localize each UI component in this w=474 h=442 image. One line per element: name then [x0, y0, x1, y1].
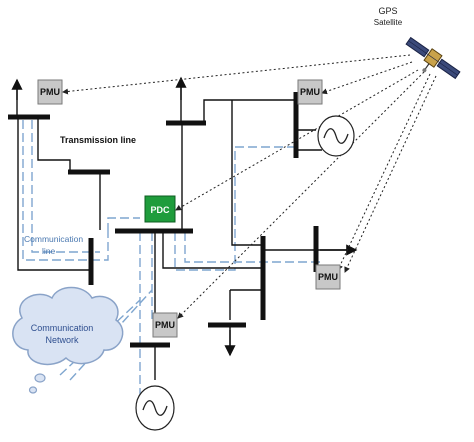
communication-network-cloud-icon: Communication Network: [12, 286, 124, 394]
pdc-box[interactable]: PDC: [144, 195, 176, 223]
pmu-label: PMU: [318, 272, 338, 282]
pmu-label: PMU: [155, 320, 175, 330]
gps-signal-lines: [62, 54, 437, 319]
communication-line-label: Communication: [24, 234, 83, 244]
gps-satellite-icon: [405, 36, 461, 80]
pdc-label: PDC: [150, 205, 170, 215]
pmu-bottom[interactable]: PMU: [152, 312, 178, 338]
buses: [8, 92, 319, 348]
cloud-label-line1: Communication: [31, 323, 94, 333]
pmu-label: PMU: [40, 87, 60, 97]
generator-icon: [317, 115, 355, 157]
satellite-label: Satellite: [374, 18, 403, 27]
pmu-top-right[interactable]: PMU: [297, 79, 323, 105]
transmission-line-label: Transmission line: [60, 135, 136, 145]
pmu-label: PMU: [300, 87, 320, 97]
pmu-top-left[interactable]: PMU: [37, 79, 63, 105]
gps-label: GPS: [378, 6, 397, 16]
transmission-wiring: [16, 82, 350, 380]
generator-icon: [135, 385, 175, 431]
pmu-right[interactable]: PMU: [315, 264, 341, 290]
communication-line-label-2: line: [42, 246, 56, 256]
cloud-label-line2: Network: [45, 335, 79, 345]
